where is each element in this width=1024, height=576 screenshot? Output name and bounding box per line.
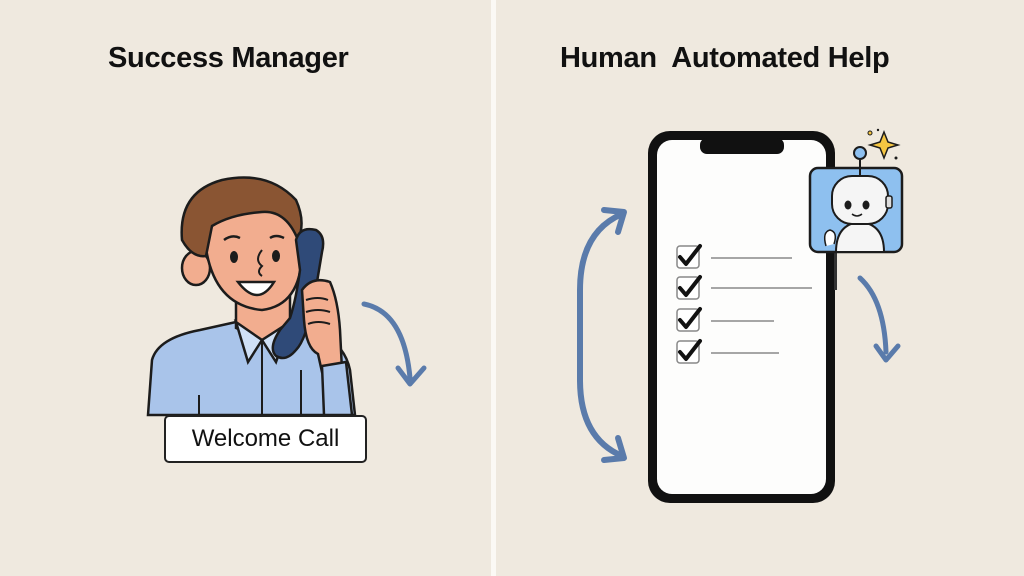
checklist-item [676,307,774,332]
checklist-item [676,275,812,300]
smartphone-illustration [648,131,837,503]
checklist [676,244,812,364]
checklist-item [676,339,779,364]
robot-assistant-icon [808,128,904,254]
curved-down-arrow-right-icon [857,275,901,363]
checklist-item [676,244,792,269]
curved-down-arrow-icon [361,301,427,387]
automated-help-title: Human Automated Help [560,42,890,74]
success-manager-title: Success Manager [108,42,349,74]
panel-divider [491,0,496,576]
welcome-call-label: Welcome Call [164,415,367,463]
person-illustration [146,176,357,417]
bidirectional-arrow-icon [577,207,627,463]
